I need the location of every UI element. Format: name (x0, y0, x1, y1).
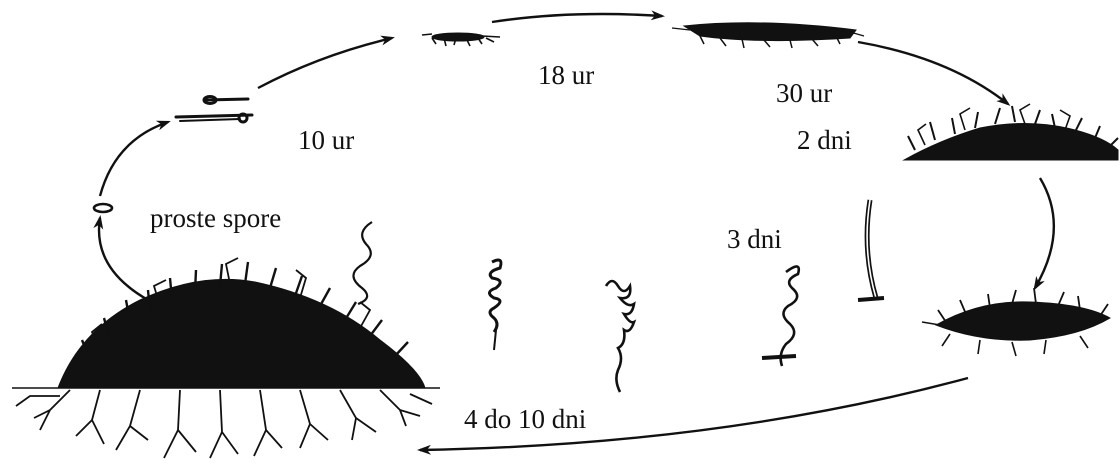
label-2-dni: 2 dni (797, 127, 852, 154)
arrow-mound-to-spore (99, 218, 148, 300)
label-10-ur: 10 ur (298, 127, 354, 154)
label-18-ur: 18 ur (538, 62, 594, 89)
root-system-icon (16, 390, 432, 458)
arrow-germ-to-colony (258, 38, 392, 88)
small-colony-icon (422, 33, 500, 46)
hyphal-strands (353, 200, 884, 392)
arrow-mat-to-clump (858, 42, 1008, 104)
arrow-colony-to-mat (492, 14, 662, 22)
spore-icon (94, 204, 112, 212)
arrow-spore-to-germ (100, 122, 168, 196)
label-30-ur: 30 ur (776, 80, 832, 107)
mycelium-mat-icon (672, 23, 864, 48)
mycelium-clump-icon (904, 104, 1118, 160)
mature-mound-icon (12, 258, 440, 458)
arrow-clump-to-mat2 (1035, 178, 1054, 288)
hypha-coil-1 (489, 260, 501, 350)
hypha-strand-1 (353, 222, 372, 304)
label-proste-spore: proste spore (150, 205, 281, 232)
hypha-coil-2 (606, 281, 634, 392)
label-3-dni: 3 dni (727, 226, 782, 253)
hypha-coil-3 (762, 266, 799, 366)
mycelium-colony-icon (922, 288, 1110, 356)
hypha-straight (858, 200, 884, 300)
label-4-do-10-dni: 4 do 10 dni (464, 406, 586, 433)
germ-tube-icon (176, 97, 252, 123)
